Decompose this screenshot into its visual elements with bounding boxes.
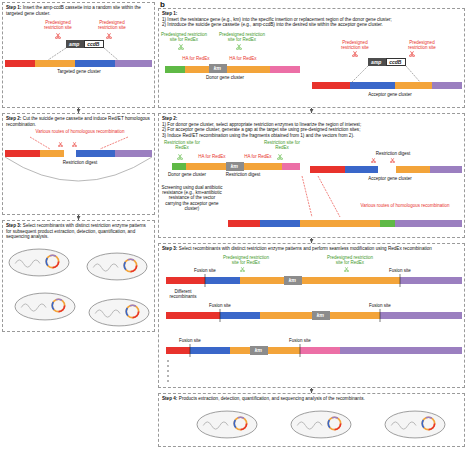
- gene-box: ccdB: [84, 40, 104, 48]
- step-text: 3) Induce Red/ET recombination using the…: [162, 133, 461, 139]
- annotation: Fusion site: [190, 268, 220, 273]
- gene-name: amp: [371, 60, 381, 65]
- annotation: Restriction digest: [218, 172, 268, 177]
- step-text: 1) For donor gene cluster, select approp…: [162, 122, 461, 128]
- step-panel: Step 3:Select recombinants with distinct…: [2, 220, 155, 332]
- annotation: Fusion site: [365, 303, 395, 308]
- step-heading: Step 2:: [162, 116, 460, 122]
- step-heading: Step 4:: [162, 396, 177, 401]
- annotation: HA for RedEx: [229, 56, 257, 61]
- annotation: Predesigned restriction site for RedEx: [218, 32, 266, 42]
- annotation: Acceptor gene cluster: [352, 92, 428, 97]
- gene-name: km: [289, 278, 296, 283]
- step-text: Cut the suicide gene cassette and induce…: [6, 116, 150, 127]
- step-panel: km km km Step 3:Select recombinants with di…: [158, 243, 465, 388]
- annotation: Predesigned restriction site for RedEx: [326, 255, 374, 265]
- annotation: Predesigned restriction site: [38, 20, 78, 30]
- gene-box: km: [250, 346, 268, 355]
- gene-name: km: [231, 164, 238, 169]
- annotation: Predesigned restriction site: [335, 40, 375, 50]
- step-text: 2) Introduce the suicide gene cassette (…: [162, 22, 461, 28]
- annotation: Screening using dual antibiotic resistan…: [161, 185, 223, 211]
- panel-letter: b: [160, 0, 172, 9]
- annotation: Acceptor gene cluster: [352, 176, 428, 181]
- annotation: Predesigned restriction site for RedEx: [222, 255, 270, 265]
- step-heading: Step 2:: [6, 116, 21, 121]
- gene-box: amp: [368, 58, 386, 66]
- annotation: Predesigned restriction site: [402, 40, 442, 50]
- step-text: 1) Insert the resistance gene (e.g., km)…: [162, 17, 461, 23]
- gene-name: amp: [69, 42, 79, 47]
- annotation: Predesigned restriction site for RedEx: [160, 32, 208, 42]
- annotation: Restriction site for RedEx: [262, 140, 302, 150]
- step-text: Insert the amp-ccdB cassette into a rand…: [6, 5, 141, 16]
- annotation: Restriction digest: [368, 151, 418, 156]
- annotation: Restriction site for RedEx: [162, 140, 202, 150]
- gene-box: amp: [66, 40, 84, 48]
- gene-box: km: [284, 276, 302, 285]
- gene-name: ccdB: [87, 42, 99, 47]
- gene-name: km: [255, 348, 262, 353]
- step-panel: Step 4:Products extraction, detection, q…: [158, 393, 465, 447]
- annotation: Predesigned restriction site: [92, 20, 132, 30]
- step-heading: Step 3:: [6, 223, 21, 228]
- annotation: HA for RedEx: [244, 154, 272, 159]
- step-text: 2) For acceptor gene cluster, generate a…: [162, 127, 461, 133]
- gene-name: ccdB: [389, 60, 401, 65]
- step-text: Products extraction, detection, quantifi…: [179, 396, 365, 401]
- annotation: Donor gene cluster: [163, 172, 211, 177]
- annotation: Fusion site: [385, 268, 415, 273]
- gene-box: km: [209, 64, 227, 73]
- annotation: Fusion site: [205, 303, 235, 308]
- step-panel: amp ccdB Step 1:Insert the amp-ccdB casset…: [2, 2, 155, 108]
- step-text: Select recombinants with distinct restri…: [179, 246, 432, 251]
- step-heading: Step 1:: [6, 5, 21, 10]
- annotation: HA for RedEx: [182, 56, 210, 61]
- step-text: Select recombinants with distinct restri…: [6, 223, 146, 239]
- annotation: Different recombinants: [161, 289, 205, 299]
- annotation: Fusion site: [285, 338, 315, 343]
- gene-name: km: [214, 66, 221, 71]
- gene-box: ccdB: [386, 58, 406, 66]
- step-heading: Step 1:: [162, 11, 460, 17]
- annotation: Fusion site: [175, 338, 205, 343]
- gene-name: km: [317, 313, 324, 318]
- gene-box: km: [312, 311, 330, 320]
- step-heading: Step 3:: [162, 246, 177, 251]
- annotation: Various routes of homologous recombinati…: [25, 129, 135, 134]
- annotation: HA for RedEx: [198, 154, 226, 159]
- annotation: Targeted gene cluster: [43, 69, 115, 74]
- gene-box: km: [226, 162, 244, 171]
- annotation: Various routes of homologous recombinati…: [350, 203, 460, 208]
- annotation: Restriction digest: [50, 160, 110, 165]
- annotation: Donor gene cluster: [200, 75, 250, 80]
